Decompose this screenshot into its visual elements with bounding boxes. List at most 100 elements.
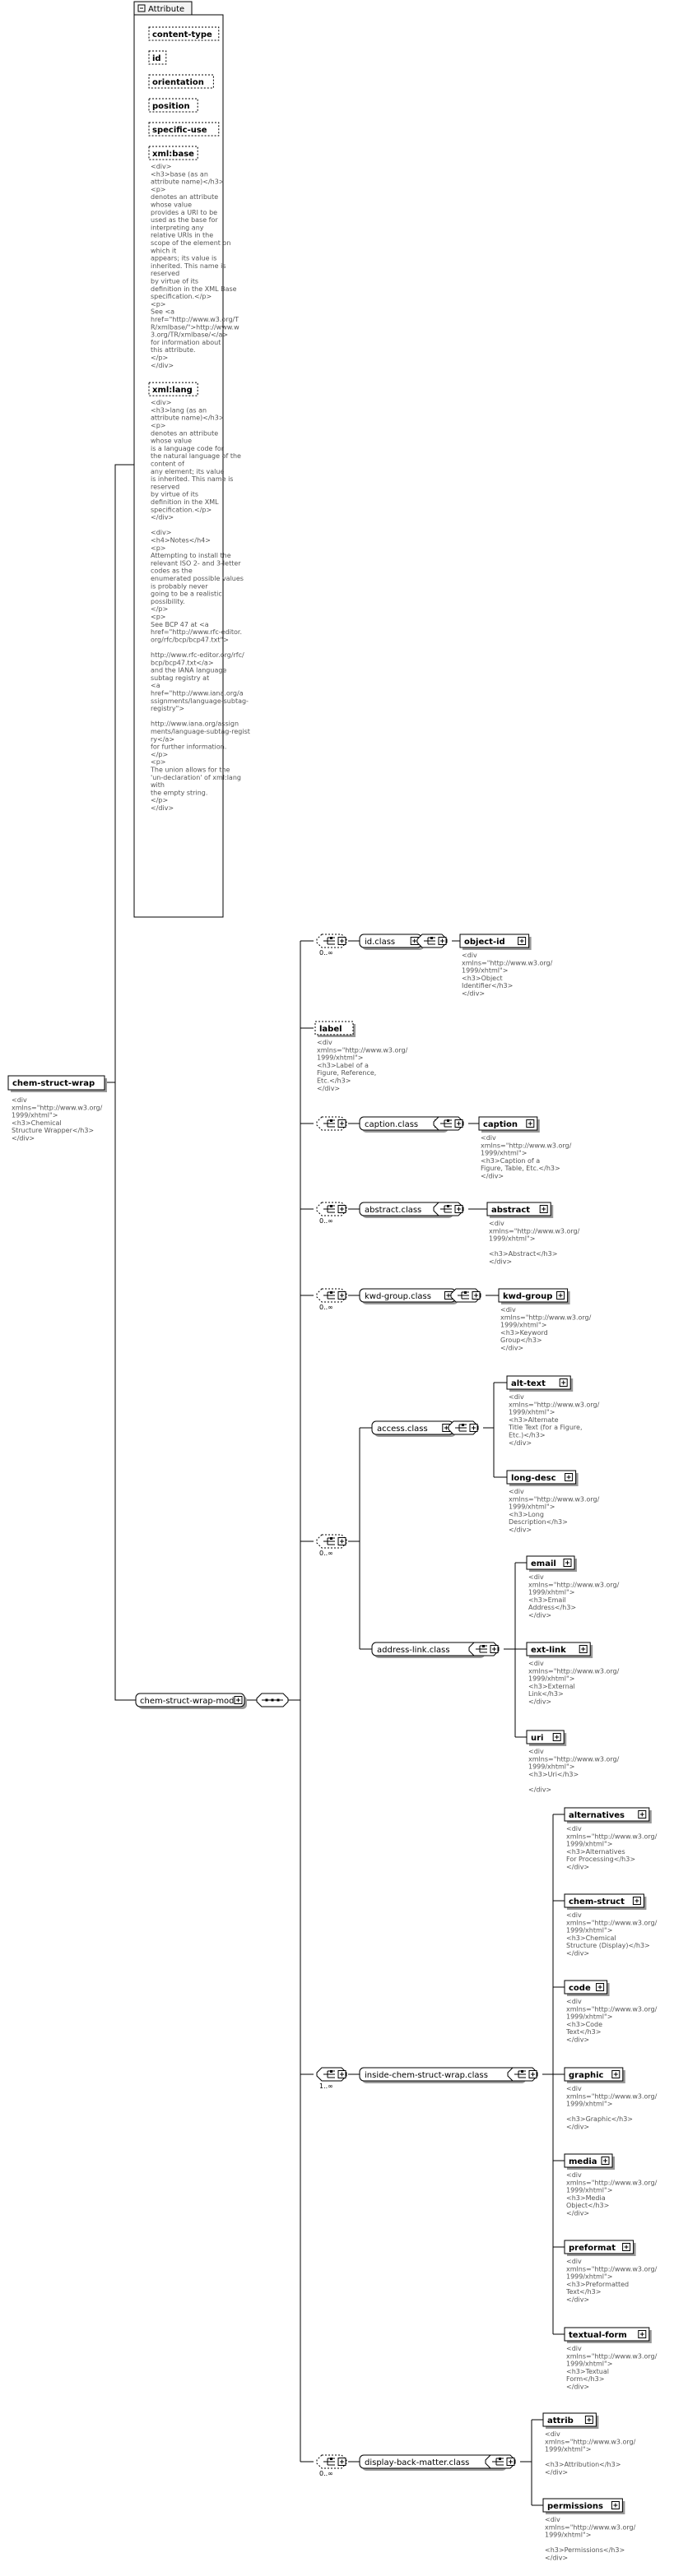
access-class-group[interactable]: access.class <box>371 1420 456 1437</box>
id-class-group[interactable]: id.class <box>359 934 425 950</box>
textual-form-element[interactable]: textual-form<divxmlns="http://www.w3.org… <box>564 2327 658 2391</box>
expand-icon[interactable] <box>490 1645 499 1653</box>
doc-line: <div <box>528 1660 544 1667</box>
caption-class-inner-choice[interactable] <box>433 1116 464 1131</box>
graphic-element[interactable]: graphic<divxmlns="http://www.w3.org/1999… <box>564 2067 658 2131</box>
inside-class-inner-choice[interactable] <box>507 2067 538 2082</box>
expand-icon[interactable] <box>472 1291 481 1300</box>
label-element[interactable]: label<divxmlns="http://www.w3.org/1999/x… <box>314 1021 408 1092</box>
alternatives-element[interactable]: alternatives<divxmlns="http://www.w3.org… <box>564 1807 658 1871</box>
kwd-group-class-choice[interactable]: 0..∞ <box>316 1288 347 1311</box>
display-back-matter-inner-choice[interactable] <box>485 2454 516 2469</box>
expand-icon[interactable] <box>234 1696 243 1704</box>
expand-icon[interactable] <box>556 1291 565 1300</box>
expand-icon[interactable] <box>337 1537 346 1545</box>
expand-icon[interactable] <box>526 1119 535 1128</box>
id-class-choice[interactable]: 0..∞ <box>316 934 347 957</box>
model-group[interactable]: chem-struct-wrap-model <box>135 1693 247 1709</box>
doc-line: </div> <box>509 1439 532 1447</box>
email-element[interactable]: email<divxmlns="http://www.w3.org/1999/x… <box>526 1555 620 1619</box>
attribute-content-type[interactable]: content-type <box>148 26 220 41</box>
expand-icon[interactable] <box>565 1473 574 1481</box>
expand-icon[interactable] <box>506 2458 515 2466</box>
inside-class-choice[interactable]: 1..∞ <box>316 2067 347 2090</box>
expand-icon[interactable] <box>563 1559 572 1567</box>
doc-line: <div <box>489 1220 504 1227</box>
expand-icon[interactable] <box>638 1810 647 1818</box>
abstract-element-label: abstract <box>491 1206 530 1215</box>
caption-class-group-label: caption.class <box>365 1120 418 1129</box>
expand-icon[interactable] <box>438 937 447 945</box>
long-desc-element[interactable]: long-desc<divxmlns="http://www.w3.org/19… <box>506 1470 600 1534</box>
attribute-specific-use[interactable]: specific-use <box>148 122 220 137</box>
doc-line: xmlns="http://www.w3.org/ <box>566 2092 658 2100</box>
expand-icon[interactable] <box>559 1378 568 1387</box>
abstract-class-inner-choice[interactable] <box>433 1202 464 1216</box>
permissions-element[interactable]: permissions<divxmlns="http://www.w3.org/… <box>542 2498 636 2562</box>
expand-icon[interactable] <box>579 1645 588 1653</box>
access-class-inner-choice[interactable] <box>448 1420 479 1435</box>
abstract-element[interactable]: abstract<divxmlns="http://www.w3.org/199… <box>486 1202 580 1266</box>
expand-icon[interactable] <box>454 1205 463 1213</box>
doc-line: content of <box>151 461 184 468</box>
chem-struct-element[interactable]: chem-struct<divxmlns="http://www.w3.org/… <box>564 1893 658 1957</box>
kwd-group-class-group[interactable]: kwd-group.class <box>359 1288 458 1304</box>
display-back-matter-choice[interactable]: 0..∞ <box>316 2454 347 2477</box>
media-element[interactable]: media<divxmlns="http://www.w3.org/1999/x… <box>564 2153 658 2217</box>
expand-icon[interactable] <box>528 2070 537 2078</box>
doc-line: 1999/xhtml"> <box>528 1589 574 1596</box>
expand-icon[interactable] <box>611 2070 621 2078</box>
code-element[interactable]: code<divxmlns="http://www.w3.org/1999/xh… <box>564 1980 658 2044</box>
expand-icon[interactable] <box>337 937 346 945</box>
id-class-inner-choice[interactable] <box>416 934 448 948</box>
kwd-group-element[interactable]: kwd-group<divxmlns="http://www.w3.org/19… <box>498 1288 592 1352</box>
expand-icon[interactable] <box>337 1119 346 1128</box>
expand-icon[interactable] <box>584 2416 593 2424</box>
expand-icon[interactable] <box>552 1733 561 1741</box>
expand-icon[interactable] <box>469 1424 478 1432</box>
expand-icon[interactable] <box>596 1983 605 1991</box>
caption-class-group[interactable]: caption.class <box>359 1116 449 1133</box>
attribute-position[interactable]: position <box>148 98 198 113</box>
inside-class-group[interactable]: inside-chem-struct-wrap.class <box>359 2067 527 2083</box>
expand-icon[interactable] <box>632 1897 641 1905</box>
ext-link-element[interactable]: ext-link<divxmlns="http://www.w3.org/199… <box>526 1642 620 1706</box>
caption-class-choice[interactable] <box>316 1116 347 1131</box>
preformat-element[interactable]: preformat<divxmlns="http://www.w3.org/19… <box>564 2240 658 2304</box>
expand-icon[interactable] <box>638 2330 647 2338</box>
sequence-compositor-icon[interactable] <box>256 1693 289 1707</box>
address-link-class-group[interactable]: address-link.class <box>371 1642 486 1658</box>
expand-icon[interactable] <box>601 2157 610 2165</box>
root-element[interactable]: chem-struct-wrap<divxmlns="http://www.w3… <box>7 1075 107 1142</box>
doc-line: Address</h3> <box>528 1604 576 1611</box>
alt-text-element[interactable]: alt-text<divxmlns="http://www.w3.org/199… <box>506 1375 600 1447</box>
uri-element[interactable]: uri<divxmlns="http://www.w3.org/1999/xht… <box>526 1730 620 1794</box>
doc-line: xmlns="http://www.w3.org/ <box>566 2265 658 2273</box>
attrib-element-label: attrib <box>547 2416 574 2425</box>
expand-icon[interactable] <box>622 2243 631 2251</box>
expand-icon[interactable] <box>518 937 527 945</box>
display-back-matter-class-group[interactable]: display-back-matter.class <box>359 2454 507 2471</box>
doc-line: bcp/bcp47.txt</a> <box>151 659 214 666</box>
attribute-orientation[interactable]: orientation <box>148 74 214 89</box>
attribute-id[interactable]: id <box>148 50 167 65</box>
abstract-class-choice[interactable]: 0..∞ <box>316 1202 347 1225</box>
address-link-class-inner-choice[interactable] <box>468 1642 500 1656</box>
expand-icon[interactable] <box>337 2458 346 2466</box>
doc-line: <h3>Chemical <box>566 1934 616 1942</box>
expand-icon[interactable] <box>337 1291 346 1300</box>
expand-icon[interactable] <box>611 2501 620 2509</box>
doc-line: definition in the XML Base <box>151 285 237 293</box>
expand-icon[interactable] <box>539 1205 548 1213</box>
expand-icon[interactable] <box>337 1205 346 1213</box>
doc-line: href="http://www.rfc-editor. <box>151 628 242 636</box>
expand-icon[interactable] <box>337 2070 346 2078</box>
attrib-element[interactable]: attrib<divxmlns="http://www.w3.org/1999/… <box>542 2412 636 2476</box>
expand-icon[interactable] <box>454 1119 463 1128</box>
access-address-choice[interactable]: 0..∞ <box>316 1534 347 1557</box>
kwd-group-class-inner-choice[interactable] <box>450 1288 481 1303</box>
object-id-element[interactable]: object-id<divxmlns="http://www.w3.org/19… <box>459 934 553 998</box>
caption-element[interactable]: caption<divxmlns="http://www.w3.org/1999… <box>478 1116 572 1180</box>
